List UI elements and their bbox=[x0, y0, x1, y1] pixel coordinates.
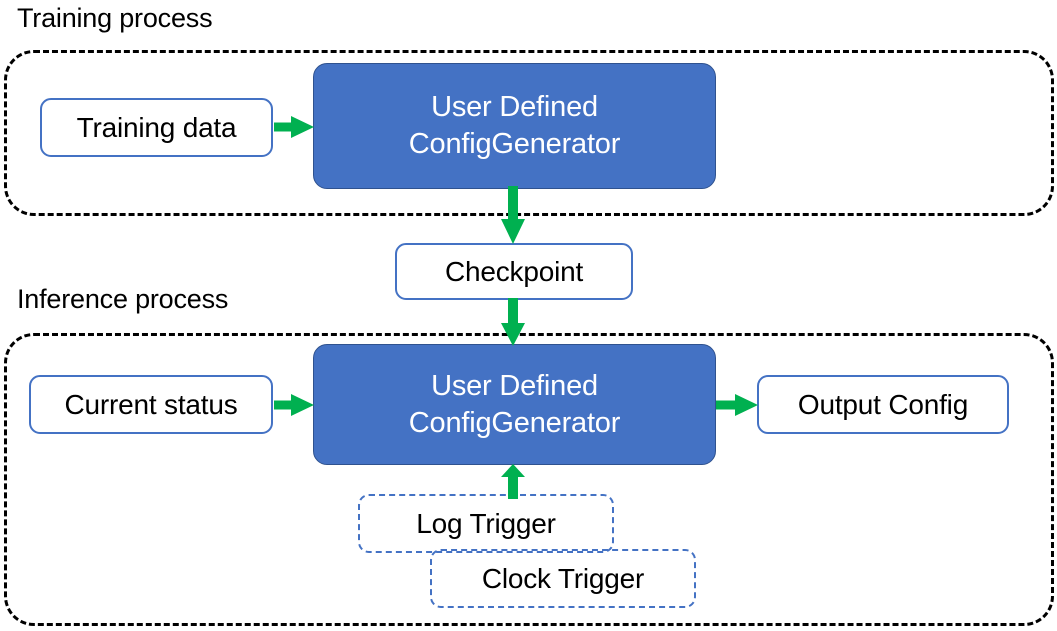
current-status-node[interactable]: Current status bbox=[29, 375, 273, 434]
checkpoint-label: Checkpoint bbox=[444, 255, 584, 287]
inference-generator-label-line2: ConfigGenerator bbox=[408, 406, 621, 439]
output-config-label: Output Config bbox=[797, 388, 969, 420]
clock-trigger-label: Clock Trigger bbox=[481, 562, 645, 594]
arrow-generator-to-output-config-icon bbox=[716, 394, 758, 416]
clock-trigger-node[interactable]: Clock Trigger bbox=[430, 549, 696, 608]
training-process-container bbox=[4, 50, 1054, 216]
arrow-current-status-to-generator-icon bbox=[274, 394, 314, 416]
log-trigger-label: Log Trigger bbox=[416, 507, 556, 539]
inference-generator-label-line1: User Defined bbox=[431, 369, 598, 402]
arrow-triggers-to-generator-icon bbox=[501, 464, 525, 499]
inference-process-container bbox=[4, 333, 1054, 626]
arrow-training-generator-to-checkpoint-icon bbox=[501, 186, 525, 244]
inference-process-title: Inference process bbox=[17, 284, 229, 314]
training-process-title: Training process bbox=[17, 3, 213, 33]
current-status-label: Current status bbox=[64, 388, 238, 420]
inference-config-generator-node[interactable]: User Defined ConfigGenerator bbox=[313, 344, 716, 465]
arrow-training-data-to-generator-icon bbox=[274, 116, 314, 138]
training-generator-label-line1: User Defined bbox=[431, 91, 598, 123]
training-data-label: Training data bbox=[76, 111, 237, 143]
training-data-node[interactable]: Training data bbox=[40, 98, 273, 157]
training-generator-label-line2: ConfigGenerator bbox=[408, 128, 621, 160]
training-config-generator-node[interactable]: User Defined ConfigGenerator bbox=[313, 63, 716, 189]
output-config-node[interactable]: Output Config bbox=[757, 375, 1009, 434]
log-trigger-node[interactable]: Log Trigger bbox=[358, 494, 614, 553]
checkpoint-node[interactable]: Checkpoint bbox=[395, 243, 633, 300]
arrow-checkpoint-to-inference-generator-icon bbox=[501, 298, 525, 346]
